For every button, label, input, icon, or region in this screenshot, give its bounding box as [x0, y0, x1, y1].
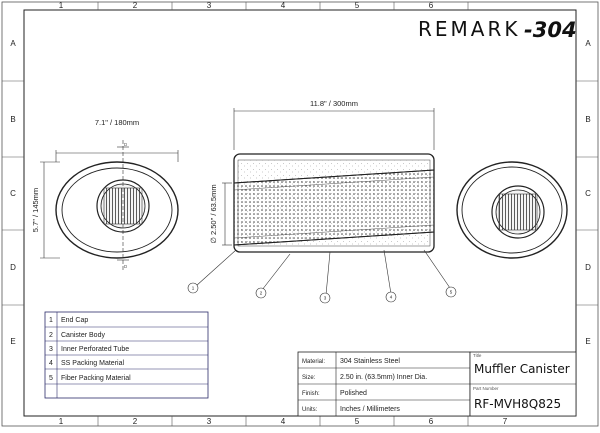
zone-col-2-bottom: 2: [133, 417, 138, 426]
right-end-view: [456, 161, 568, 259]
part-3-num: 3: [49, 346, 53, 353]
inlet-diameter-dimension: ∅ 2.50" / 63.5mm: [209, 184, 218, 243]
zone-col-4-bottom: 4: [281, 417, 286, 426]
muffler-side-view: [233, 153, 435, 253]
parts-list: 1 End Cap 2 Canister Body 3 Inner Perfor…: [44, 311, 209, 399]
brand-logo: REMARK -304: [418, 17, 577, 42]
zone-row-b-left: B: [10, 115, 15, 124]
zone-col-5-top: 5: [355, 1, 360, 10]
finish-value: Polished: [340, 390, 367, 397]
size-value: 2.50 in. (63.5mm) Inner Dia.: [340, 374, 427, 381]
zone-row-c-left: C: [10, 189, 16, 198]
zone-col-1-bottom: 1: [59, 417, 64, 426]
material-label: Material:: [302, 359, 325, 365]
callout-4: [385, 291, 397, 303]
zone-col-3-top: 3: [207, 1, 212, 10]
part-5-name: Fiber Packing Material: [61, 375, 131, 382]
callout-leaders: [187, 249, 457, 304]
callout-label-4: 4: [390, 295, 393, 300]
finish-label: Finish:: [302, 391, 320, 397]
brand-text: REMARK: [418, 17, 520, 41]
zone-labels: 1 2 3 4 5 6 1 2 3 4 5 6 7 A B C D E A B …: [10, 1, 591, 426]
zone-row-a-left: A: [10, 39, 16, 48]
part-2-num: 2: [49, 332, 53, 339]
part-2-name: Canister Body: [61, 332, 105, 339]
zone-row-d-left: D: [10, 263, 16, 272]
zone-row-a-right: A: [585, 39, 591, 48]
callout-1: [187, 282, 199, 294]
callout-labels: 1 2 3 4 5: [192, 286, 453, 301]
part-4-num: 4: [49, 360, 53, 367]
zone-row-b-right: B: [585, 115, 590, 124]
units-value: Inches / Millimeters: [340, 406, 400, 413]
body-length-dimension: 11.8" / 300mm: [310, 99, 358, 108]
callout-label-2: 2: [260, 291, 263, 296]
callout-5: [445, 286, 457, 298]
spec-table: Material: 304 Stainless Steel Size: 2.50…: [297, 351, 471, 417]
left-end-view: [55, 161, 179, 259]
material-value: 304 Stainless Steel: [340, 358, 400, 365]
part-3-name: Inner Perforated Tube: [61, 346, 129, 353]
zone-col-6-bottom: 6: [429, 417, 434, 426]
zone-col-3-bottom: 3: [207, 417, 212, 426]
part-1-num: 1: [49, 317, 53, 324]
zone-col-5-bottom: 5: [355, 417, 360, 426]
part-number-value: RF-MVH8Q825: [474, 397, 561, 411]
left-end-dimension-lines: [40, 140, 179, 270]
zone-row-c-right: C: [585, 189, 591, 198]
end-width-dimension: 7.1" / 180mm: [95, 118, 139, 127]
part-number-label: Part Number: [473, 386, 499, 391]
end-height-dimension: 5.7" / 145mm: [31, 188, 40, 232]
callout-label-5: 5: [450, 290, 453, 295]
title-label: Title: [473, 353, 482, 358]
callout-label-1: 1: [192, 286, 195, 291]
callout-label-3: 3: [324, 296, 327, 301]
right-end-mesh: [498, 193, 538, 231]
part-4-name: SS Packing Material: [61, 360, 124, 367]
callout-2: [255, 287, 267, 299]
brand-suffix: -304: [524, 18, 577, 42]
zone-col-7-bottom: 7: [503, 417, 508, 426]
part-1-name: End Cap: [61, 317, 88, 324]
zone-row-e-left: E: [10, 337, 15, 346]
callout-3: [319, 292, 331, 304]
title-block: Title Muffler Canister Part Number RF-MV…: [469, 351, 577, 417]
zone-ticks: [2, 2, 598, 426]
zone-row-d-right: D: [585, 263, 591, 272]
end-marker-bottom: D: [124, 264, 128, 269]
title-value: Muffler Canister: [474, 362, 570, 376]
part-5-num: 5: [49, 375, 53, 382]
zone-col-1-top: 1: [59, 1, 64, 10]
size-label: Size:: [302, 375, 316, 381]
end-marker-top: D: [124, 142, 128, 147]
zone-col-2-top: 2: [133, 1, 138, 10]
side-view-dimension-lines: [222, 108, 435, 246]
zone-col-4-top: 4: [281, 1, 286, 10]
zone-row-e-right: E: [585, 337, 590, 346]
units-label: Units:: [302, 407, 318, 413]
zone-col-6-top: 6: [429, 1, 434, 10]
